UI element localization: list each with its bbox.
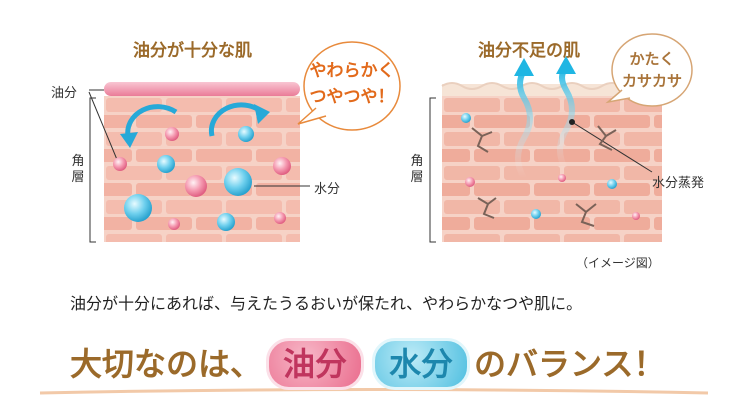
right-layer-label: 角層 bbox=[410, 154, 424, 185]
right-bubble bbox=[605, 33, 693, 107]
water-pill-text: 水分 bbox=[389, 345, 454, 383]
left-panel-title: 油分が十分な肌 bbox=[133, 41, 252, 61]
evaporation-label: 水分蒸発 bbox=[652, 176, 705, 191]
oil-film bbox=[104, 82, 300, 96]
right-skin-layer bbox=[429, 56, 663, 243]
left-skin-layer bbox=[88, 82, 310, 243]
headline-prefix: 大切なのは、 bbox=[70, 345, 263, 383]
water-pill: 水分 bbox=[372, 338, 471, 390]
explanation-sentence: 油分が十分にあれば、与えたうるおいが保たれ、やわらかなつや肌に。 bbox=[70, 294, 583, 313]
image-caption: （イメージ図） bbox=[576, 256, 660, 270]
right-bubble-text: かたく カサカサ bbox=[612, 48, 692, 92]
left-bubble bbox=[297, 41, 401, 131]
right-panel-title: 油分不足の肌 bbox=[478, 41, 580, 61]
oil-pill: 油分 bbox=[266, 338, 365, 390]
left-bubble-line1: やわらかく bbox=[309, 61, 395, 81]
left-bubble-line2: つやつや！ bbox=[309, 87, 395, 107]
right-bubble-line2: カサカサ bbox=[621, 72, 682, 90]
headline: 大切なのは、油分 水分のバランス！ bbox=[70, 338, 665, 390]
left-layer-label: 角層 bbox=[71, 154, 85, 185]
left-bubble-text: やわらかく つやつや！ bbox=[304, 58, 400, 110]
right-bubble-line1: かたく bbox=[629, 50, 675, 68]
water-label: 水分 bbox=[314, 182, 341, 197]
oil-pill-text: 油分 bbox=[283, 345, 348, 383]
bottom-rule bbox=[39, 388, 709, 395]
oil-label: 油分 bbox=[51, 86, 78, 101]
headline-suffix: のバランス！ bbox=[474, 345, 666, 383]
